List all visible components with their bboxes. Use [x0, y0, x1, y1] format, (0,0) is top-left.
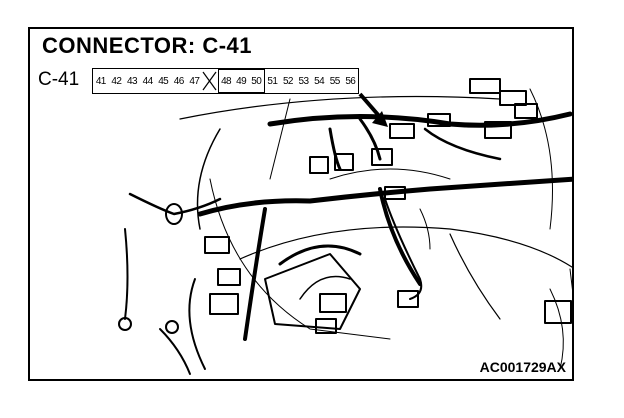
diagram-title: CONNECTOR: C-41 — [42, 33, 253, 58]
connector-pin: 46 — [173, 75, 185, 87]
connector-label: C-41 — [38, 69, 80, 90]
connector-pin: 48 — [217, 69, 234, 93]
connector-pin: 52 — [282, 75, 294, 87]
connector-pin: 43 — [127, 75, 138, 87]
connector-pin: 51 — [267, 75, 278, 87]
connector-pin: 47 — [189, 75, 200, 87]
connector-pin: 49 — [233, 69, 249, 93]
connector-pin: 54 — [314, 75, 325, 87]
connector-pin: 55 — [329, 75, 341, 87]
connector-pin: 42 — [111, 75, 122, 87]
connector-pin: 50 — [248, 69, 265, 93]
reference-code: AC001729AX — [479, 359, 566, 375]
connector-pin: 44 — [142, 75, 154, 87]
connector-pin: 45 — [158, 75, 169, 87]
connector-pin: 53 — [298, 75, 310, 87]
connector-pin: 56 — [345, 75, 356, 87]
pointer-arrow — [358, 92, 388, 127]
connector-pin: 41 — [95, 75, 107, 87]
wiring-harness-drawing — [118, 78, 572, 375]
empty-cavity-mark — [202, 69, 218, 93]
